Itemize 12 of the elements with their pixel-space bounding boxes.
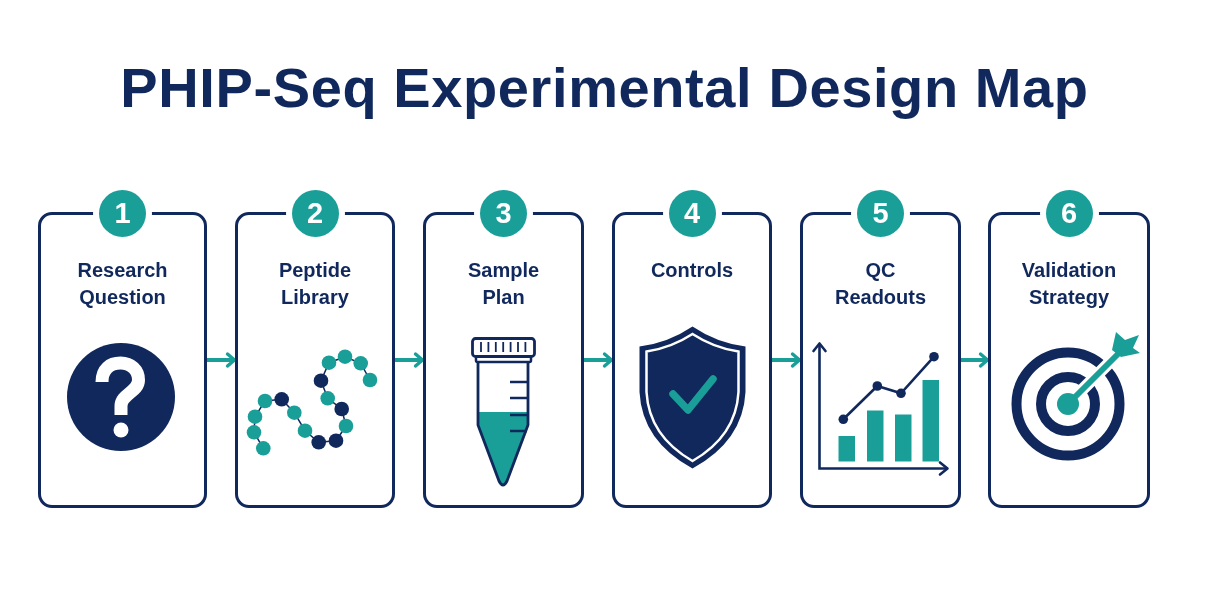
step-title: Research Question (76, 258, 169, 310)
step-title: Validation Strategy (1020, 258, 1118, 310)
step-title: Controls (649, 258, 735, 283)
arrow (584, 352, 614, 368)
arrow (395, 352, 425, 368)
diagram-title: PHIP-Seq Experimental Design Map (119, 56, 1090, 120)
arrow (961, 352, 990, 368)
step-title: Sample Plan (466, 258, 541, 310)
step-title: QC Readouts (833, 258, 928, 310)
step-title: Peptide Library (277, 258, 353, 310)
arrow (207, 352, 237, 368)
arrow (772, 352, 802, 368)
